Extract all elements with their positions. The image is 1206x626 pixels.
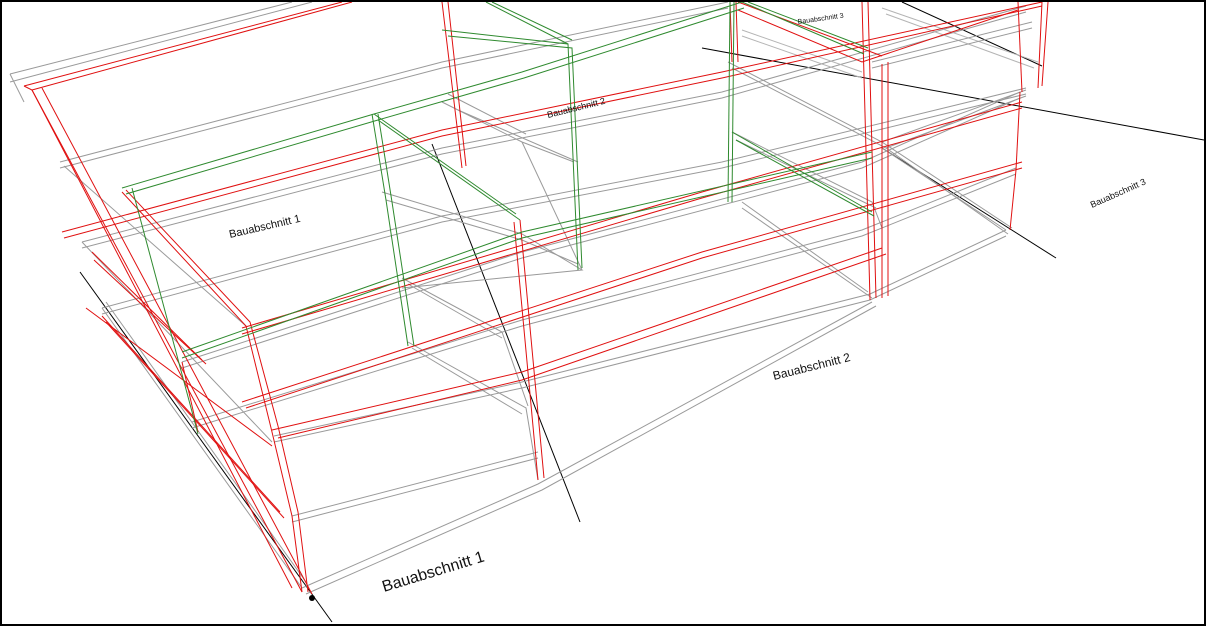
axis-line-a [79,271,333,623]
axis-line-b [431,143,581,523]
label-bauabschnitt-2-upper: Bauabschnitt 2 [546,96,606,120]
axis-line-c [701,47,1204,141]
origin-marker-icon [309,595,315,601]
axis-line-d [881,147,1057,259]
section-labels: Bauabschnitt 1 Bauabschnitt 1 Bauabschni… [228,13,1147,596]
label-bauabschnitt-3-side: Bauabschnitt 3 [1089,176,1147,209]
frame-green [121,2,875,435]
label-bauabschnitt-1-upper: Bauabschnitt 1 [228,213,302,241]
frame-red [23,2,1049,595]
label-bauabschnitt-2-main: Bauabschnitt 2 [771,350,852,383]
label-bauabschnitt-3-top: Bauabschnitt 3 [797,13,844,26]
frame-grey [9,2,1039,595]
label-bauabschnitt-1-main: Bauabschnitt 1 [380,549,486,596]
